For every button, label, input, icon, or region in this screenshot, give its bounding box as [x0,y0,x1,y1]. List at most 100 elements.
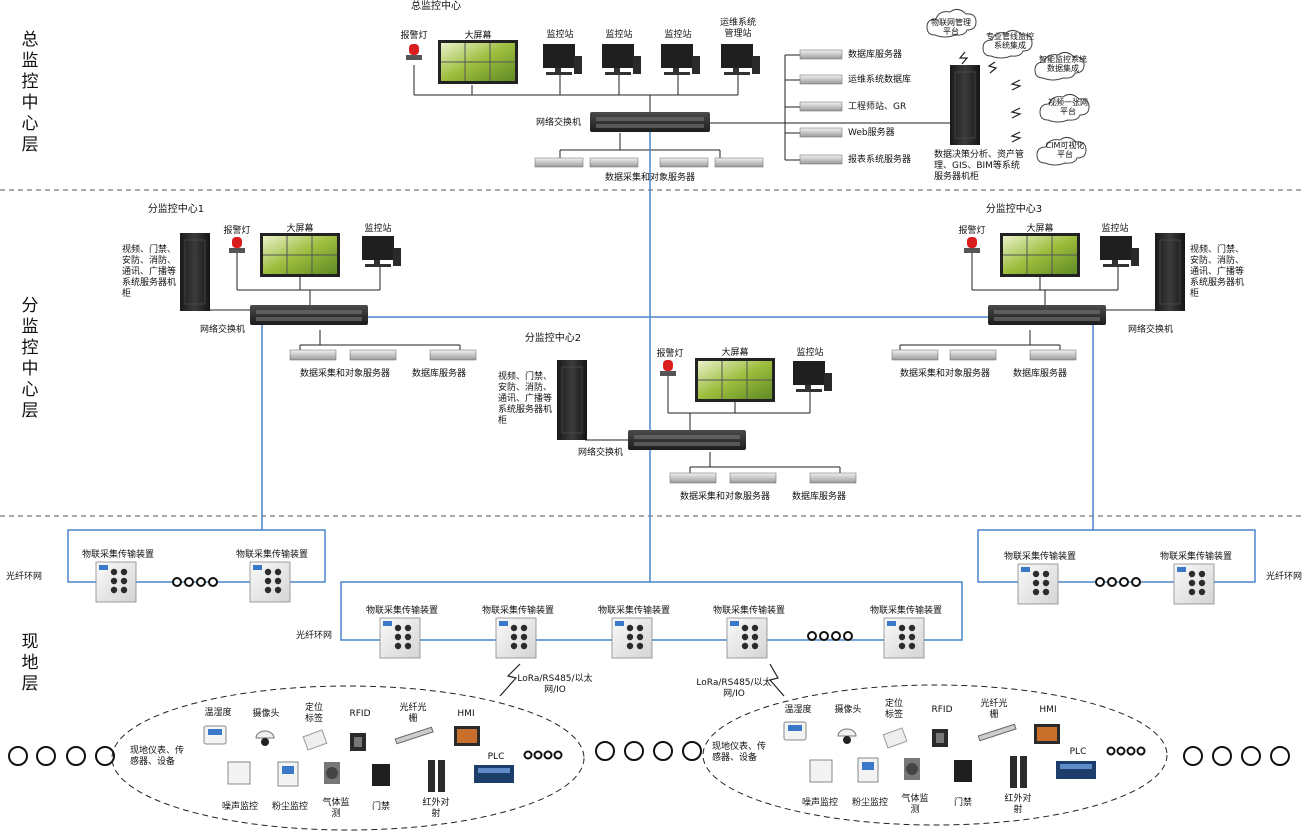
layer-title-field: 现地层 [21,632,39,694]
left-dust-label: 粉尘监控 [271,802,309,812]
b3-alarm-label: 报警灯 [958,226,986,236]
wireless-field-icons [499,663,785,697]
b1-cabinet-label: 视频、门禁、安防、消防、通讯、广播等系统服务器机柜 [122,245,177,299]
b1-cabinet [180,233,210,311]
iot-collector-box [883,617,925,659]
right-rfid-label: RFID [931,705,953,715]
iot-label-4: 物联采集传输装置 [1159,552,1233,562]
hq-workstation-1 [543,44,582,75]
b3-cabinet-label: 视频、门禁、安防、消防、通讯、广播等系统服务器机柜 [1190,245,1245,299]
iot-label-8: 物联采集传输装置 [712,606,786,616]
left-gas-label: 气体监测 [322,798,350,819]
iot-collector-box [495,617,537,659]
b1-db-label: 数据库服务器 [412,369,467,379]
b1-video-wall [260,233,340,277]
hq-server-cabinet [950,65,980,145]
b2-alarm-label: 报警灯 [656,349,684,359]
hq-title: 总监控中心 [411,1,461,12]
right-hmi-label: HMI [1039,705,1057,715]
cloud-iot-platform: 物联网管理平台 [931,18,971,36]
b3-station-label: 监控站 [1101,224,1129,234]
hq-srv-db-label: 数据库服务器 [848,50,903,60]
right-infrared-label: 红外对射 [1004,794,1032,815]
cloud-video-network: 视频一张网平台 [1048,98,1088,116]
right-fiber-label: 光纤光栅 [980,699,1008,720]
left-temp-label: 温湿度 [204,708,232,718]
hq-links [413,54,950,161]
b2-title: 分监控中心2 [524,333,582,344]
left-instruments-label: 现地仪表、传感器、设备 [130,746,185,767]
b3-screen-label: 大屏幕 [1026,224,1054,234]
layer-title-branch: 分监控中心层 [21,296,39,421]
iot-collector-box [1173,563,1215,605]
hq-ops-station-label: 运维系统管理站 [719,18,756,39]
b2-collect-label: 数据采集和对象服务器 [680,492,771,502]
iot-label-6: 物联采集传输装置 [481,606,555,616]
right-door-label: 门禁 [953,798,973,808]
iot-label-7: 物联采集传输装置 [597,606,671,616]
right-temp-label: 温湿度 [784,705,812,715]
hq-right-servers [799,49,843,165]
hq-station1-label: 监控站 [546,30,574,40]
left-infrared-label: 红外对射 [422,798,450,819]
hq-cabinet-label: 数据决策分析、资产管理、GIS、BIM等系统服务器机柜 [934,150,1025,182]
iot-collectors [95,561,1215,659]
hq-collect-servers [534,157,764,168]
hq-alarm-light [406,44,422,60]
hq-workstation-3 [661,44,700,75]
hq-station3-label: 监控站 [664,30,692,40]
hq-alarm-label: 报警灯 [400,31,428,41]
b2-screen-label: 大屏幕 [721,348,749,358]
hq-screen-label: 大屏幕 [464,31,492,41]
b2-servers [669,472,857,484]
b3-switch-label: 网络交换机 [1128,325,1174,335]
hq-network-switch [590,112,710,132]
branch-links [210,253,1160,473]
b3-title: 分监控中心3 [985,204,1043,215]
right-locator-label: 定位标签 [884,699,903,720]
backbone-links [67,132,1256,641]
iot-collector-box [1017,563,1059,605]
b1-alarm-light [229,237,245,253]
lora-label-right: LoRa/RS485/以太网/IO [696,678,772,699]
b2-switch-label: 网络交换机 [578,448,624,458]
b3-db-label: 数据库服务器 [1013,369,1068,379]
ellipsis-dots [172,577,1146,760]
iot-label-9: 物联采集传输装置 [869,606,943,616]
iot-label-5: 物联采集传输装置 [365,606,439,616]
hq-station2-label: 监控站 [605,30,633,40]
right-instruments-label: 现地仪表、传感器、设备 [712,742,767,763]
b1-workstation [362,236,401,267]
wireless-icons [958,51,1022,143]
large-dots [8,741,1290,766]
b1-screen-label: 大屏幕 [286,224,314,234]
b3-alarm-light [964,237,980,253]
cloud-shapes [926,8,1090,166]
field-devices-right [783,721,1096,788]
ring-label-right: 光纤环网 [1266,572,1303,582]
b3-cabinet [1155,233,1185,311]
b2-video-wall [695,358,775,402]
b3-video-wall [1000,233,1080,277]
hq-srv-ops-db-label: 运维系统数据库 [848,75,912,85]
left-rfid-label: RFID [349,709,371,719]
cloud-cim-platform: CIM可视化平台 [1045,141,1085,159]
iot-label-1: 物联采集传输装置 [81,550,155,560]
b2-db-label: 数据库服务器 [792,492,847,502]
hq-switch-label: 网络交换机 [536,118,582,128]
b1-alarm-label: 报警灯 [223,226,251,236]
left-noise-label: 噪声监控 [221,802,259,812]
b3-servers [891,349,1077,361]
hq-workstation-ops [721,44,760,75]
b1-switch-label: 网络交换机 [200,325,246,335]
b1-station-label: 监控站 [364,224,392,234]
field-devices-left [203,725,514,792]
b1-servers [289,349,477,361]
b1-title: 分监控中心1 [147,204,205,215]
ring-label-mid: 光纤环网 [296,631,333,641]
b2-cabinet [557,360,587,440]
cloud-smart-monitoring: 智能监控系统数据集成 [1039,55,1087,73]
right-gas-label: 气体监测 [901,794,929,815]
